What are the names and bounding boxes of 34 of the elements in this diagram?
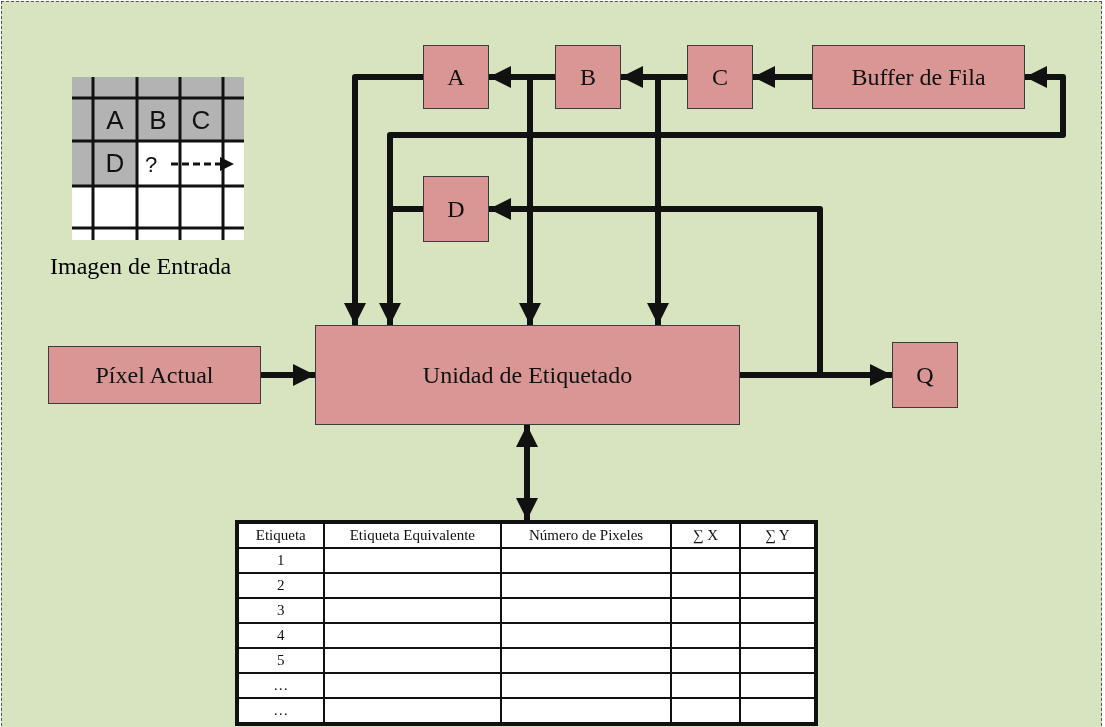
row-label: 2	[238, 573, 324, 598]
row-label: 1	[238, 548, 324, 573]
arrow	[753, 66, 812, 88]
column-header: Etiqueta Equivalente	[323, 523, 502, 548]
process-block: Q	[892, 342, 958, 408]
grid-letter: ?	[144, 152, 158, 177]
column-header: Etiqueta	[238, 523, 324, 548]
grid-letter: A	[106, 105, 124, 135]
arrow	[516, 425, 538, 520]
process-block: B	[555, 45, 621, 109]
process-block: Unidad de Etiquetado	[315, 325, 740, 425]
process-block: Buffer de Fila	[812, 45, 1025, 109]
row-label: …	[238, 673, 324, 698]
grid-letter: B	[149, 105, 167, 135]
grid-letter: C	[191, 105, 211, 135]
grid-letter: D	[105, 148, 125, 178]
image-caption: Imagen de Entrada	[50, 253, 232, 280]
data-table	[235, 520, 818, 726]
process-block: A	[423, 45, 489, 109]
process-block: Píxel Actual	[48, 346, 261, 404]
column-header: ∑ X	[671, 523, 740, 548]
row-label: 3	[238, 598, 324, 623]
process-block: D	[423, 176, 489, 242]
column-header: Número de Pixeles	[501, 523, 672, 548]
process-block: C	[687, 45, 753, 109]
column-header: ∑ Y	[739, 523, 815, 548]
row-label: 4	[238, 623, 324, 648]
row-label: 5	[238, 648, 324, 673]
arrow	[387, 66, 1066, 212]
arrow	[647, 74, 687, 325]
arrow	[519, 74, 555, 325]
row-label: …	[238, 698, 324, 723]
arrow	[344, 74, 423, 325]
arrow	[261, 364, 315, 386]
